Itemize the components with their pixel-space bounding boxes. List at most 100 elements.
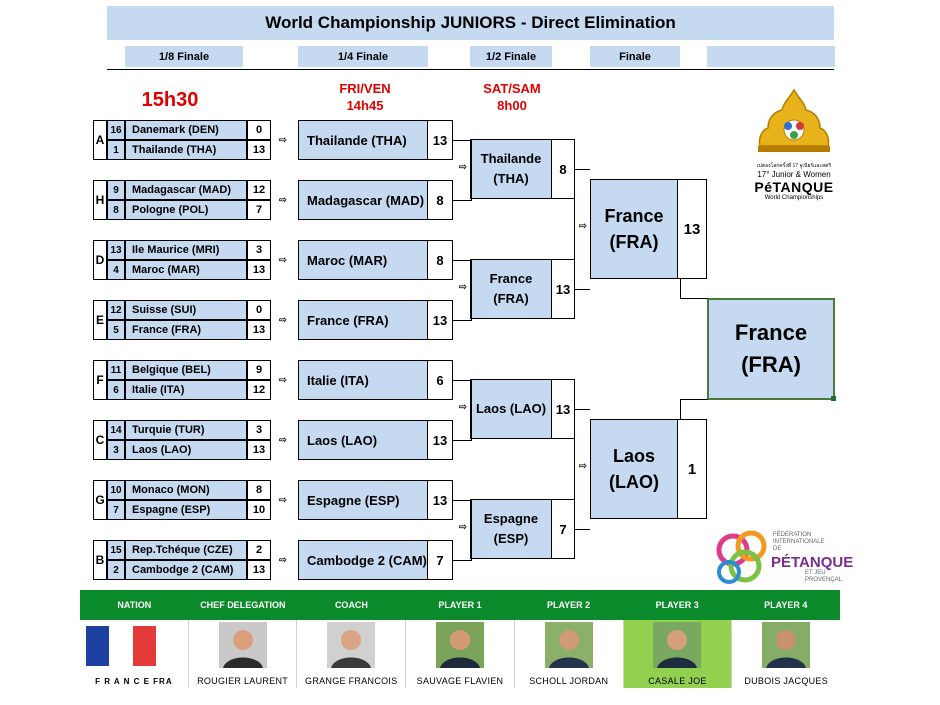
- team-header-player1: PLAYER 1: [438, 600, 482, 610]
- team-header-player3: PLAYER 3: [655, 600, 699, 610]
- team-score: 13: [247, 320, 271, 340]
- qf-score: 13: [427, 420, 453, 460]
- qf-time: 14h45: [346, 98, 384, 113]
- arrow-right-icon: ⇨: [578, 460, 588, 472]
- team-name: Laos (LAO): [125, 440, 247, 460]
- connector-line: [471, 500, 472, 561]
- team-score: 0: [247, 120, 271, 140]
- team-name: Espagne (ESP): [125, 500, 247, 520]
- logo1-sub: 17° Junior & Women: [757, 170, 831, 179]
- player4-photo-icon: [762, 622, 811, 668]
- nation-caption: F R A N C E FRA: [95, 677, 173, 686]
- team-score: 2: [247, 540, 271, 560]
- france-flag-icon: [86, 626, 156, 666]
- qf-day: FRI/VEN: [339, 81, 391, 96]
- final-score-2: 1: [677, 419, 707, 519]
- team-header-player4: PLAYER 4: [764, 600, 808, 610]
- chef-caption: ROUGIER LAURENT: [197, 676, 289, 686]
- player2-caption: SCHOLL JORDAN: [529, 676, 609, 686]
- logo1-petanque: PéTANQUE: [754, 179, 834, 195]
- qf-team: Madagascar (MAD): [298, 180, 428, 220]
- arrow-right-icon: ⇨: [278, 554, 288, 566]
- header-divider: [107, 69, 834, 70]
- connector-line: [680, 279, 681, 299]
- qf-team: Espagne (ESP): [298, 480, 428, 520]
- connector-line: [575, 289, 590, 290]
- group-letter: A: [93, 120, 107, 160]
- arrow-right-icon: ⇨: [278, 254, 288, 266]
- team-score: 10: [247, 500, 271, 520]
- fipjp-petanque: PÉTANQUE: [771, 554, 854, 571]
- chef-cell: ROUGIER LAURENT: [189, 620, 298, 688]
- fipjp-line1: FÉDÉRATION: [773, 532, 812, 538]
- team-score: 8: [247, 480, 271, 500]
- qf-score: 6: [427, 360, 453, 400]
- arrow-right-icon: ⇨: [278, 494, 288, 506]
- final-box-1: France(FRA): [590, 179, 678, 279]
- arrow-right-icon: ⇨: [578, 220, 588, 232]
- arrow-right-icon: ⇨: [458, 161, 468, 173]
- sf-box-1: Thailande(THA): [470, 139, 552, 199]
- sf-day: SAT/SAM: [483, 81, 541, 96]
- sf-score-1: 8: [551, 139, 575, 199]
- header-final: Finale: [590, 46, 680, 67]
- group-letter: G: [93, 480, 107, 520]
- group-letter: D: [93, 240, 107, 280]
- coach-caption: GRANGE FRANCOIS: [305, 676, 398, 686]
- logo1-thai: เปตองโลกครั้งที่ 17 จูเนียร์และสตรี: [756, 163, 832, 169]
- fipjp-line5: ET JEU: [805, 570, 826, 576]
- player1-caption: SAUVAGE FLAVIEN: [416, 676, 504, 686]
- team-name: Ile Maurice (MRI): [125, 240, 247, 260]
- team-seed: 6: [107, 380, 125, 400]
- qf-team: Maroc (MAR): [298, 240, 428, 280]
- arrow-right-icon: ⇨: [458, 401, 468, 413]
- connector-line: [575, 169, 590, 170]
- group-letter: E: [93, 300, 107, 340]
- connector-line: [680, 399, 681, 419]
- qf-score: 13: [427, 480, 453, 520]
- qf-score: 8: [427, 180, 453, 220]
- player3-caption: CASALE JOE: [648, 676, 707, 686]
- team-score: 13: [247, 260, 271, 280]
- team-score: 12: [247, 380, 271, 400]
- fipjp-line2: INTERNATIONALE: [773, 539, 825, 545]
- team-header-player2: PLAYER 2: [547, 600, 591, 610]
- selection-handle[interactable]: [831, 396, 836, 401]
- header-r16: 1/8 Finale: [125, 46, 243, 67]
- chef-photo-icon: [218, 622, 267, 668]
- connector-line: [680, 399, 708, 400]
- team-seed: 13: [107, 240, 125, 260]
- qf-score: 7: [427, 540, 453, 580]
- connector-line: [575, 529, 590, 530]
- sf-box-2: France(FRA): [470, 259, 552, 319]
- team-seed: 4: [107, 260, 125, 280]
- team-seed: 8: [107, 200, 125, 220]
- player2-photo-icon: [544, 622, 593, 668]
- logo1-world: World Championships: [764, 195, 824, 201]
- header-winner: [707, 46, 835, 67]
- qf-team: France (FRA): [298, 300, 428, 340]
- player2-cell: SCHOLL JORDAN: [515, 620, 624, 688]
- team-seed: 14: [107, 420, 125, 440]
- team-name: Rep.Tchéque (CZE): [125, 540, 247, 560]
- team-name: Italie (ITA): [125, 380, 247, 400]
- sf-score-2: 13: [551, 259, 575, 319]
- team-seed: 3: [107, 440, 125, 460]
- team-score: 7: [247, 200, 271, 220]
- header-qf: 1/4 Finale: [298, 46, 428, 67]
- team-seed: 12: [107, 300, 125, 320]
- team-seed: 7: [107, 500, 125, 520]
- group-letter: C: [93, 420, 107, 460]
- team-score: 9: [247, 360, 271, 380]
- connector-line: [452, 200, 472, 201]
- player3-cell[interactable]: CASALE JOE: [623, 620, 733, 688]
- team-score: 13: [247, 560, 271, 580]
- group-letter: H: [93, 180, 107, 220]
- temple-emblem-icon: [758, 88, 830, 152]
- player1-cell: SAUVAGE FLAVIEN: [406, 620, 515, 688]
- champion-box: France(FRA): [707, 298, 835, 400]
- connector-line: [471, 380, 472, 441]
- team-name: France (FRA): [125, 320, 247, 340]
- team-score: 13: [247, 440, 271, 460]
- team-name: Danemark (DEN): [125, 120, 247, 140]
